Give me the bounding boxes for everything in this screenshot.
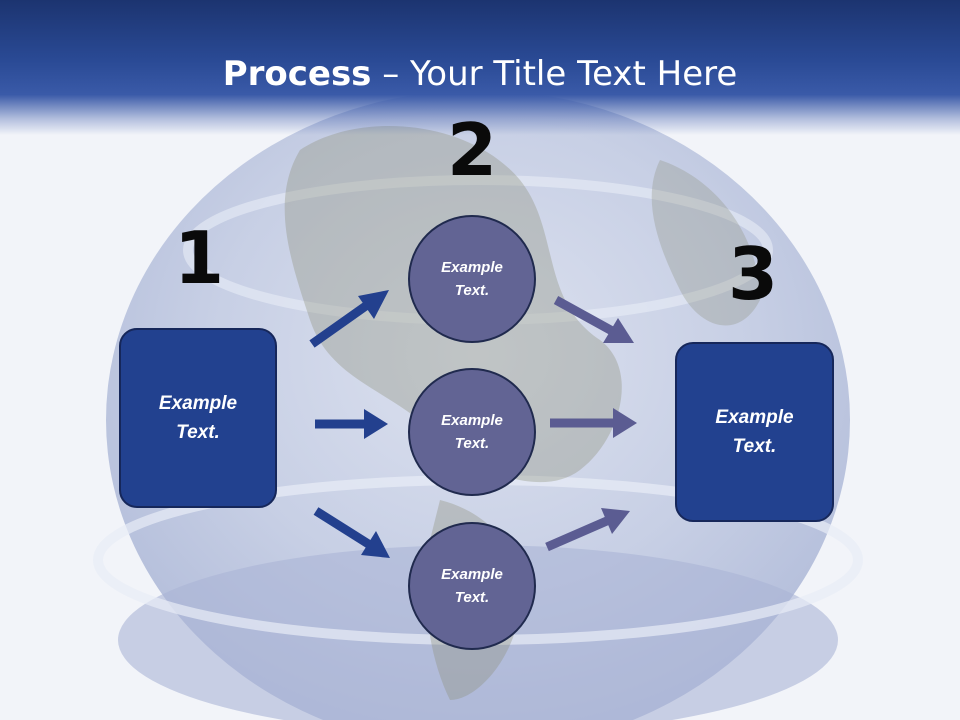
middle-circle-bottom: Example Text. — [408, 522, 536, 650]
step-number-3: 3 — [727, 232, 779, 316]
arrow-left-down — [313, 507, 390, 558]
title-bar — [0, 0, 960, 135]
arrow-right-up — [545, 508, 630, 552]
middle-circle-top: Example Text. — [408, 215, 536, 343]
left-step-box: Example Text. — [119, 328, 277, 508]
right-step-box: Example Text. — [675, 342, 834, 522]
step-number-2: 2 — [446, 108, 498, 192]
page-title: Process – Your Title Text Here — [222, 54, 738, 94]
middle-circle-center: Example Text. — [408, 368, 536, 496]
step-number-1: 1 — [173, 216, 225, 300]
arrow-left-up — [309, 290, 389, 348]
arrow-right-down — [553, 296, 634, 343]
arrow-right-center — [550, 408, 637, 438]
arrow-left-center — [315, 409, 388, 439]
